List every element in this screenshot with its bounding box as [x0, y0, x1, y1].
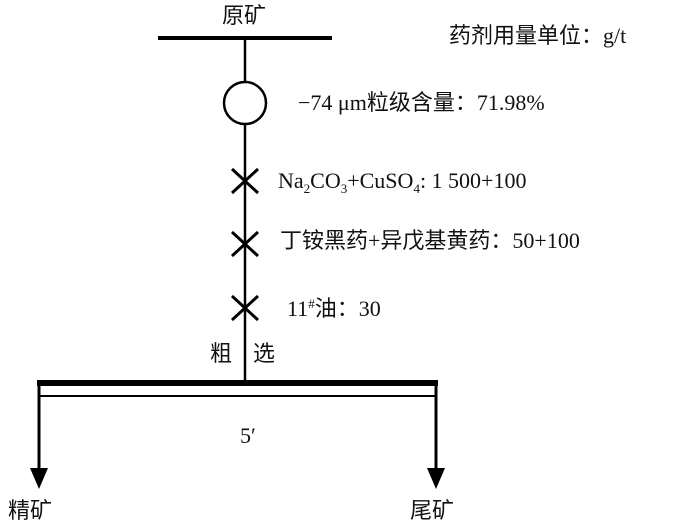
concentrate-label: 精矿: [8, 498, 53, 523]
flotation-cell-bar: [37, 380, 438, 386]
reagent-subscript: 4: [413, 181, 420, 196]
unit-note: 药剂用量单位：g/t: [449, 23, 627, 48]
flotation-time: 5′: [240, 423, 256, 448]
reagent-addition-mark-2: [230, 230, 260, 258]
feed-label: 原矿: [222, 3, 267, 28]
reagent-subscript: 3: [340, 181, 348, 196]
operation-label-right: 选: [253, 341, 276, 366]
tailings-label: 尾矿: [410, 498, 455, 523]
reagent-addition-mark-1: [230, 167, 260, 195]
reagent-1-label: Na2CO3+CuSO4: 1 500+100: [278, 168, 527, 196]
reagent-text: 11: [287, 296, 309, 321]
operation-label-left: 粗: [210, 341, 233, 366]
reagent-superscript: #: [308, 296, 315, 311]
reagent-text: +CuSO: [347, 168, 414, 193]
reagent-3-label: 11#油：30: [287, 296, 381, 321]
concentrate-arrow-icon: [30, 468, 48, 489]
reagent-subscript: 2: [303, 181, 311, 196]
reagent-2-label: 丁铵黑药+异戊基黄药：50+100: [280, 228, 580, 253]
reagent-text: Na: [278, 168, 304, 193]
reagent-text: : 1 500+100: [419, 168, 527, 193]
grinding-fineness-label: −74 μm粒级含量：71.98%: [298, 90, 545, 115]
reagent-text: CO: [310, 168, 341, 193]
tailings-arrow-icon: [427, 468, 445, 489]
reagent-addition-mark-3: [230, 294, 260, 322]
grinding-circle: [222, 80, 268, 126]
reagent-text: 油：30: [314, 296, 381, 321]
